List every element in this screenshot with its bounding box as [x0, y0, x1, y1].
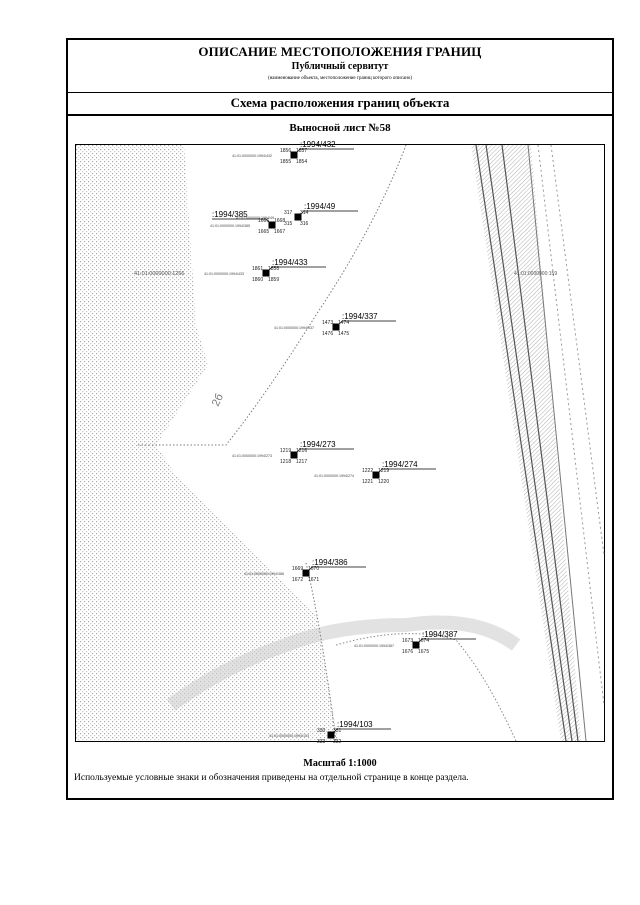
- parcel-label: :1994/432: [300, 140, 336, 149]
- point-number: 1475: [338, 331, 349, 337]
- document-frame: ОПИСАНИЕ МЕСТОПОЛОЖЕНИЯ ГРАНИЦ Публичный…: [66, 38, 614, 800]
- legend-note: Используемые условные знаки и обозначени…: [74, 773, 469, 783]
- point-number: 1860: [252, 277, 263, 283]
- parcel-cadastral-label: 41:01:0000000:1994/432: [232, 154, 272, 158]
- point-number: 1220: [378, 479, 389, 485]
- parcel-label: :1994/103: [337, 720, 373, 729]
- parcel-1994433: :1994/433 1861 1858 1860 1859 41:01:0000000:1…: [204, 258, 326, 283]
- document-subtitle: Публичный сервитут: [291, 61, 389, 72]
- parcel-1994103: :1994/103 330 331 333 332 41:01:0000000:1994/…: [269, 720, 391, 745]
- point-number: 333: [317, 739, 326, 745]
- background-parcel-label: 41:01:0000000:1266: [134, 271, 184, 277]
- point-number: 1670: [308, 566, 319, 572]
- document-title: ОПИСАНИЕ МЕСТОПОЛОЖЕНИЯ ГРАНИЦ: [198, 44, 482, 59]
- parcel-cadastral-label: 41:01:0000000:1994/274: [314, 474, 354, 478]
- parcel-cadastral-label: 41:01:0000000:1994/433: [204, 272, 244, 276]
- parcel-cadastral-label: 41:01:0000000:1994/49: [236, 216, 274, 220]
- point-number: 1671: [308, 577, 319, 583]
- title-block: ОПИСАНИЕ МЕСТОПОЛОЖЕНИЯ ГРАНИЦ Публичный…: [68, 40, 612, 93]
- parcel-199449: :1994/49 317 314 315 316 41:01:0000000:1994/4…: [236, 202, 358, 227]
- document-caption: (наименование объекта, местоположение гр…: [267, 76, 413, 81]
- parcel-1994387: :1994/387 1673 1674 1676 1675 41:01:0000000:1…: [354, 630, 476, 655]
- parcel-label: :1994/273: [300, 440, 336, 449]
- sheet-title: Выносной лист №58: [289, 122, 391, 134]
- parcel-label: :1994/337: [342, 312, 378, 321]
- point-number: 1674: [418, 638, 429, 644]
- parcel-cadastral-label: 41:01:0000000:1994/273: [232, 454, 272, 458]
- point-number: 1218: [280, 459, 291, 465]
- map-area: 41:01:0000000:1266 41:01:0000000:159 2б …: [75, 140, 605, 745]
- parcel-cadastral-label: 41:01:0000000:1994/337: [274, 326, 314, 330]
- point-number: 330: [317, 728, 326, 734]
- point-number: 1676: [402, 649, 413, 655]
- point-number: 314: [300, 210, 309, 216]
- parcel-label: :1994/433: [272, 258, 308, 267]
- point-number: 1861: [252, 266, 263, 272]
- parcel-1994273: :1994/273 1219 1216 1218 1217 41:01:0000000:1…: [232, 440, 354, 465]
- point-number: 1668: [274, 218, 285, 224]
- parcel-1994432: :1994/432 1856 1857 1855 1854 41:01:0000000:1…: [232, 140, 354, 165]
- parcel-square: [262, 269, 270, 277]
- point-number: 1672: [292, 577, 303, 583]
- point-number: 1673: [402, 638, 413, 644]
- point-number: 1217: [296, 459, 307, 465]
- right-parcel-label: 41:01:0000000:159: [514, 271, 557, 277]
- parcel-1994337: :1994/337 1473 1474 1476 1475 41:01:0000000:1…: [274, 312, 396, 337]
- parcel-1994274: :1994/274 1222 1219 1221 1220 41:01:0000000:1…: [314, 460, 436, 485]
- point-number: 316: [300, 221, 309, 227]
- point-number: 1857: [296, 148, 307, 154]
- parcel-cadastral-label: 41:01:0000000:1994/103: [269, 734, 309, 738]
- parcel-markers: :1994/432 1856 1857 1855 1854 41:01:0000000:1…: [204, 140, 476, 745]
- schema-title: Схема расположения границ объекта: [68, 92, 612, 116]
- parcel-cadastral-label: 41:01:0000000:1994/385: [210, 224, 250, 228]
- parcel-label: :1994/385: [212, 210, 248, 219]
- point-number: 1216: [296, 448, 307, 454]
- road-label: 2б: [210, 392, 226, 408]
- point-number: 1665: [258, 229, 269, 235]
- point-number: 1219: [378, 468, 389, 474]
- point-number: 1854: [296, 159, 307, 165]
- point-number: 1667: [274, 229, 285, 235]
- point-number: 1474: [338, 320, 349, 326]
- parcel-cadastral-label: 41:01:0000000:1994/387: [354, 644, 394, 648]
- scale-label: Масштаб 1:1000: [303, 758, 377, 769]
- point-number: 1219: [280, 448, 291, 454]
- point-number: 1221: [362, 479, 373, 485]
- parcel-label: :1994/49: [304, 202, 336, 211]
- point-number: 317: [284, 210, 293, 216]
- point-number: 1669: [292, 566, 303, 572]
- point-number: 1473: [322, 320, 333, 326]
- point-number: 1855: [280, 159, 291, 165]
- road-hatch: [471, 145, 581, 741]
- parcel-1994386: :1994/386 1669 1670 1672 1671 41:01:0000000:1…: [244, 558, 366, 583]
- point-number: 1476: [322, 331, 333, 337]
- point-number: 1856: [280, 148, 291, 154]
- background-parcel: [76, 145, 338, 741]
- point-number: 1859: [268, 277, 279, 283]
- point-number: 1666: [258, 218, 269, 224]
- parcel-cadastral-label: 41:01:0000000:1994/386: [244, 572, 284, 576]
- point-number: 332: [333, 739, 342, 745]
- map-svg: 41:01:0000000:1266 41:01:0000000:159 2б …: [76, 140, 605, 745]
- point-number: 1222: [362, 468, 373, 474]
- parcel-label: :1994/387: [422, 630, 458, 639]
- point-number: 315: [284, 221, 293, 227]
- parcel-label: :1994/386: [312, 558, 348, 567]
- point-number: 1858: [268, 266, 279, 272]
- parcel-1994385: :1994/385 1666 1668 1665 1667 41:01:0000000:1…: [210, 210, 285, 235]
- point-number: 1675: [418, 649, 429, 655]
- point-number: 331: [333, 728, 342, 734]
- parcel-label: :1994/274: [382, 460, 418, 469]
